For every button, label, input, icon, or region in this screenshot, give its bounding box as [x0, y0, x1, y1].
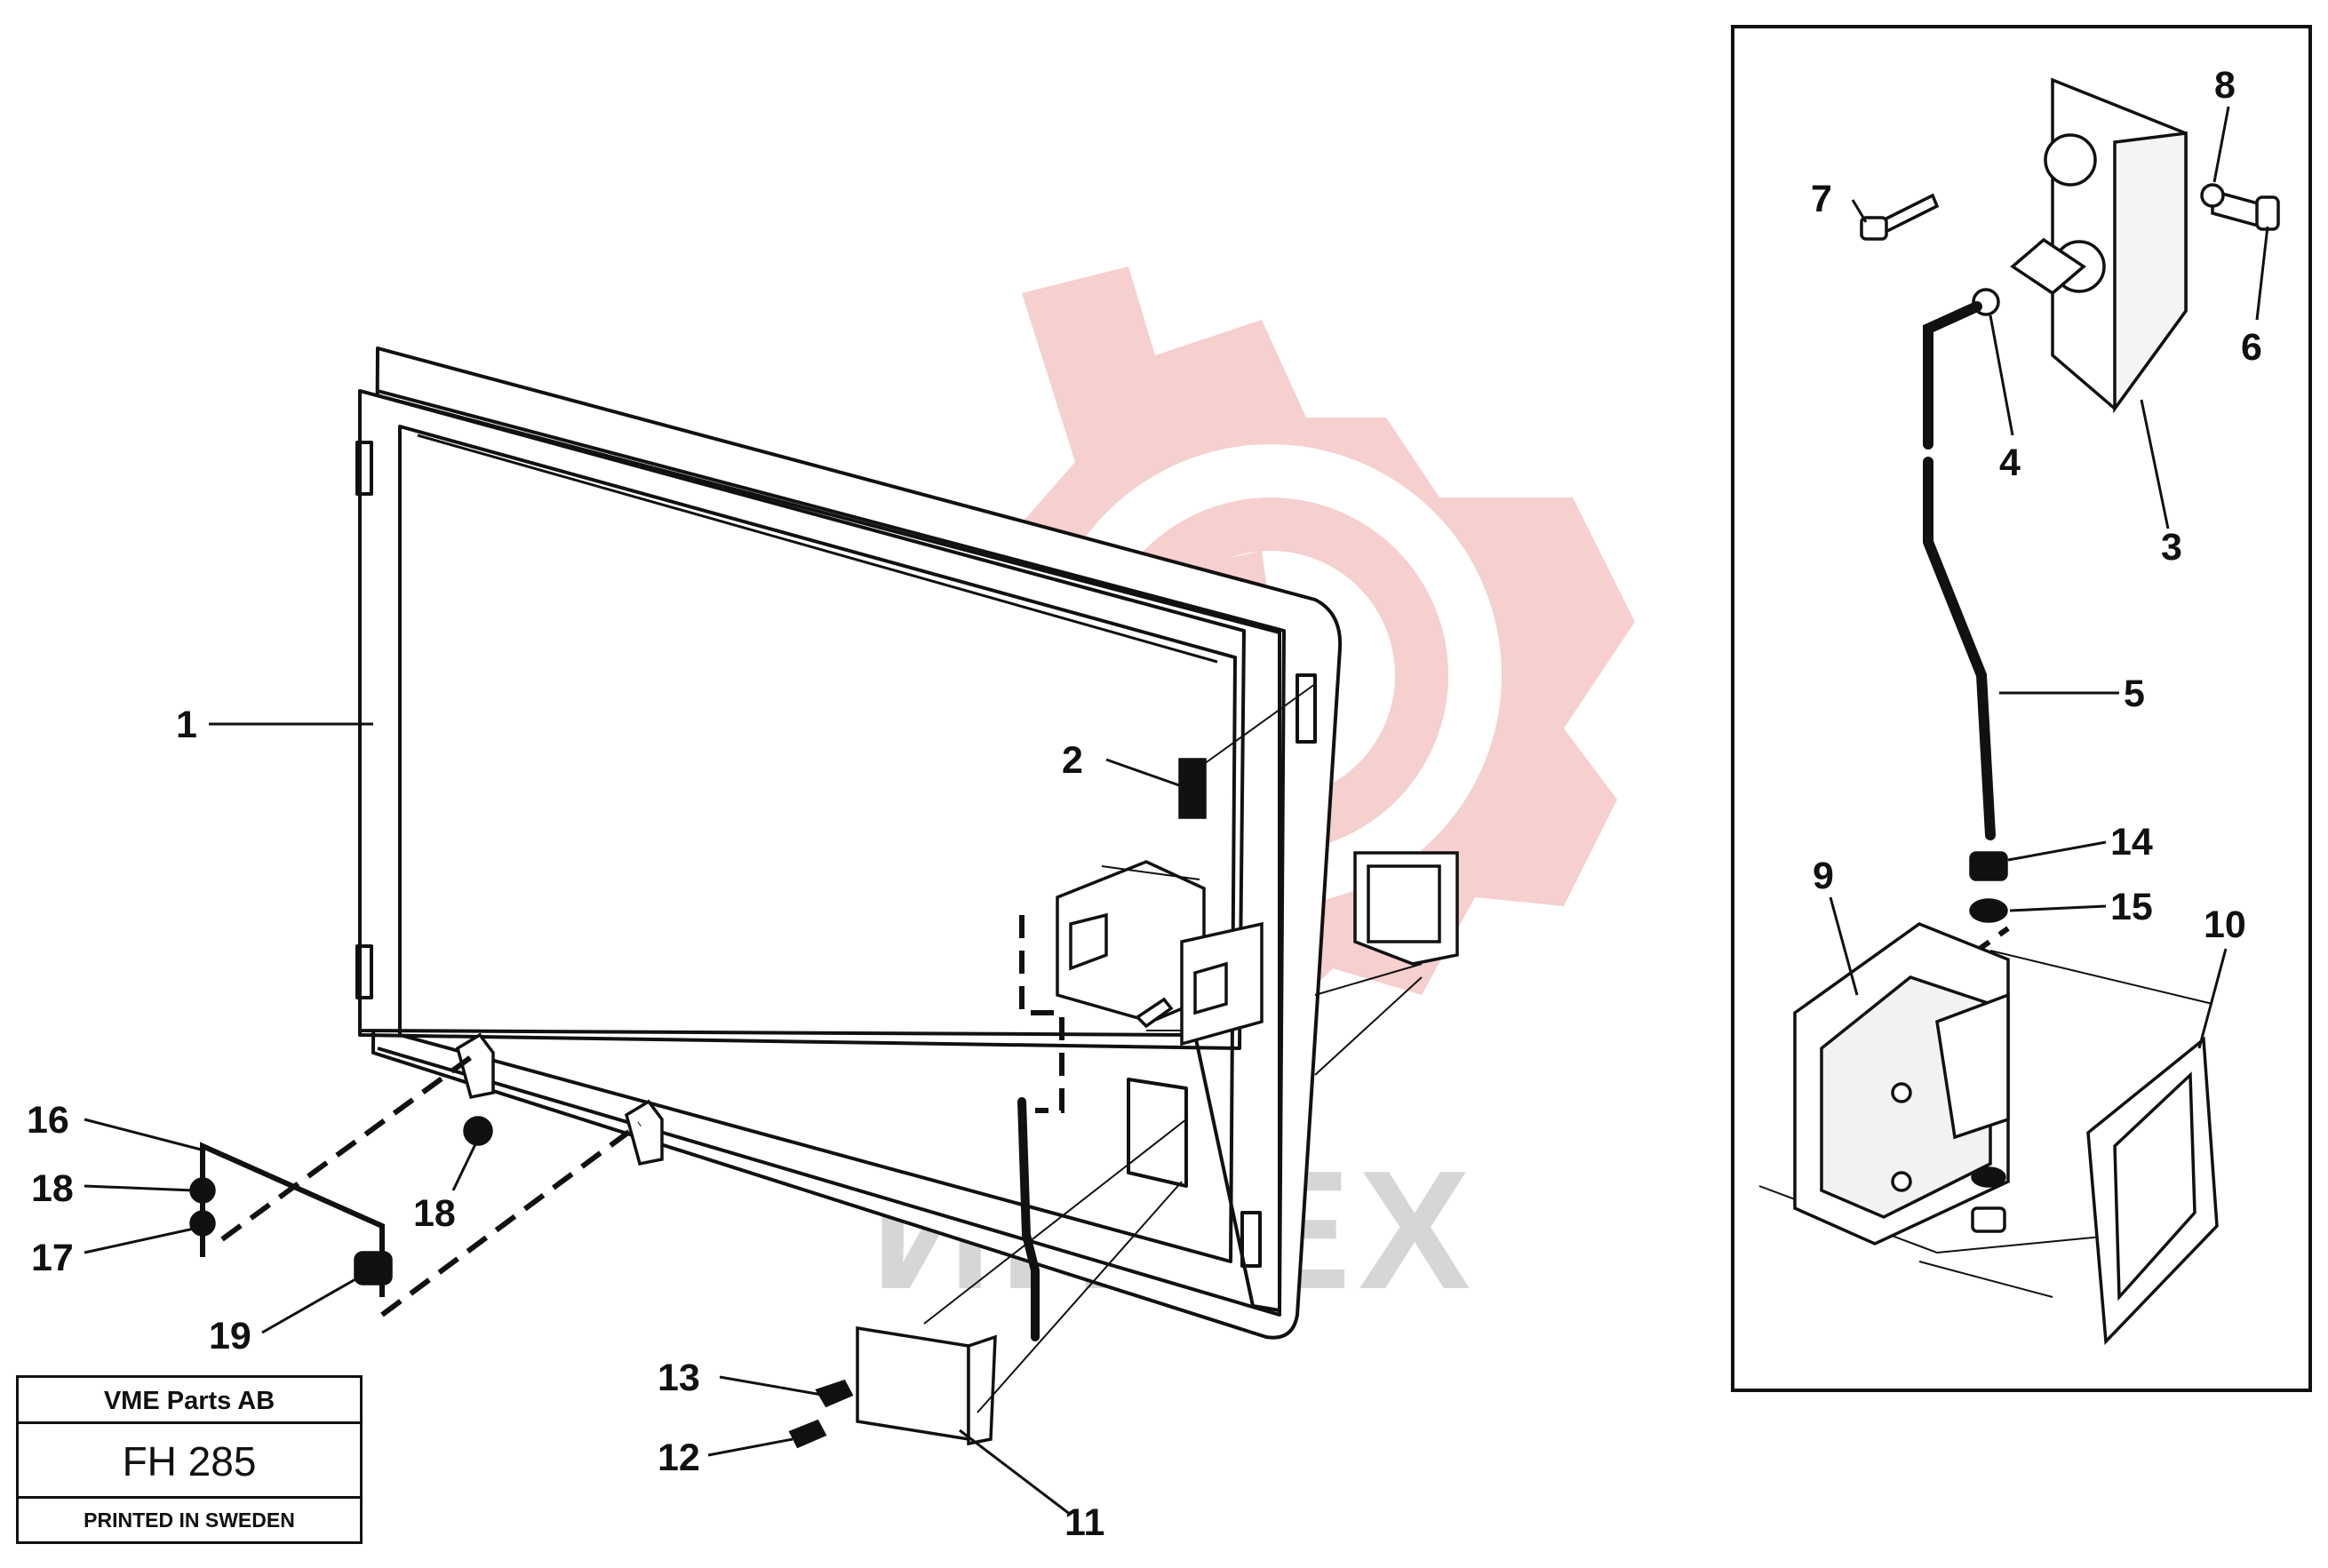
clip-right: [624, 1099, 664, 1166]
leader-12: [707, 1437, 793, 1457]
latch-hook: [1069, 912, 1108, 971]
leader-16: [84, 1118, 205, 1152]
callout-12: 12: [658, 1437, 700, 1479]
clip-left: [455, 1032, 495, 1100]
callout-8: 8: [2214, 64, 2236, 107]
dashed-line-1: [220, 1055, 473, 1242]
proj-6: [1101, 865, 1200, 880]
callout-labels: 1 2 11 12 13 16 18 17 19 18 7 8 6 4 3 5 …: [27, 64, 2262, 1544]
bracket-11: [856, 1325, 970, 1442]
lock-screw-1: [1891, 1082, 1912, 1103]
panel-rod: [1017, 1097, 1040, 1341]
leader-17: [84, 1227, 195, 1254]
leader-lines: [84, 722, 1183, 1516]
gasket-10-inner: [2113, 1071, 2196, 1301]
callout-18-left: 18: [31, 1167, 74, 1210]
proj-9: [1918, 1261, 2053, 1298]
screw-small: [1135, 997, 1174, 1029]
callout-19: 19: [209, 1315, 251, 1357]
leader-2: [1105, 758, 1183, 788]
hinge-plate-3-face: [2113, 131, 2188, 414]
callout-17: 17: [31, 1237, 74, 1279]
callout-5: 5: [2124, 673, 2145, 715]
hinge-knob-top: [2044, 133, 2097, 187]
part-15-washer: [1969, 898, 2008, 923]
leader-7: [1851, 199, 1868, 223]
lock-lower-washer: [1971, 1166, 2006, 1188]
lock-cutout: [1127, 1078, 1188, 1188]
proj-1: [1203, 683, 1316, 765]
rod-5: [1923, 301, 1996, 840]
hinge-arm: [2010, 237, 2086, 296]
title-block-code: FH 285: [19, 1424, 360, 1499]
part-8-washer: [2200, 183, 2225, 208]
title-block-company: VME Parts AB: [19, 1378, 360, 1424]
inset-leader-lines: [1829, 106, 2269, 1049]
panel-inner-frame: [377, 389, 1286, 1317]
part-18-nut-right: [463, 1116, 493, 1146]
leader-6: [2255, 226, 2269, 321]
dashed-line-2: [380, 1121, 642, 1317]
bolt-6-head: [2255, 195, 2280, 231]
lock-latch: [1935, 992, 2010, 1140]
leader-11: [959, 1429, 1072, 1516]
panel-latch-hardware: [189, 758, 1459, 1449]
callout-13: 13: [658, 1357, 700, 1399]
title-block-note: PRINTED IN SWEDEN: [84, 1508, 295, 1532]
frame-slot-bottom: [1240, 1211, 1262, 1268]
panel-front-edge: [358, 389, 1246, 1050]
leader-4: [1989, 314, 2014, 436]
radiator-panel: [355, 346, 1343, 1340]
leader-14: [2007, 840, 2107, 862]
leader-18b: [451, 1143, 477, 1191]
callout-11: 11: [1064, 1501, 1104, 1544]
panel-window-inner: [417, 434, 1218, 664]
inset-hardware: [1793, 77, 2280, 1345]
bracket-11-flange: [967, 1334, 997, 1446]
callout-3: 3: [2161, 526, 2182, 569]
callout-14: 14: [2110, 821, 2153, 864]
leader-3: [2140, 399, 2170, 529]
callout-1: 1: [176, 704, 197, 746]
callout-15: 15: [2110, 886, 2153, 928]
bolt-13: [815, 1379, 854, 1408]
part-14-nut: [1969, 851, 2008, 881]
leader-9: [1829, 896, 1859, 996]
callout-2: 2: [1062, 739, 1083, 782]
lock-screw-2: [1891, 1171, 1912, 1192]
callout-9: 9: [1813, 855, 1834, 897]
leader-19: [261, 1277, 356, 1334]
lock-housing-inner: [1367, 864, 1441, 943]
part-2-block: [1178, 758, 1207, 819]
callout-10: 10: [2204, 903, 2246, 946]
leader-13: [719, 1375, 823, 1397]
callout-4: 4: [1999, 442, 2021, 484]
title-block: VME Parts AB FH 285 PRINTED IN SWEDEN: [16, 1375, 363, 1544]
frame-slot-top: [1296, 673, 1317, 744]
proj-2: [1314, 963, 1423, 996]
callout-7: 7: [1811, 178, 1832, 220]
hinge-tab-top: [355, 441, 373, 496]
callout-18-right: 18: [413, 1192, 456, 1235]
callout-16: 16: [27, 1099, 69, 1142]
latch-hook-2: [1193, 961, 1228, 1015]
bolt-12: [788, 1419, 827, 1449]
leader-8: [2212, 106, 2230, 183]
proj-3: [1314, 976, 1423, 1076]
detail-inset-frame: [1731, 25, 2312, 1392]
leader-10: [2197, 948, 2228, 1049]
bolt-7-head: [1860, 216, 1888, 241]
callout-6: 6: [2241, 326, 2262, 369]
proj-5: [977, 1181, 1183, 1413]
hinge-tab-bottom: [355, 944, 373, 999]
panel-window: [398, 425, 1237, 1263]
lock-lower-nut: [1971, 1206, 2006, 1233]
part-19-bushing: [354, 1251, 393, 1285]
proj-4: [923, 1118, 1187, 1325]
proj-8: [1989, 950, 2213, 1005]
leader-18a: [84, 1184, 195, 1192]
leader-15: [2009, 904, 2107, 912]
